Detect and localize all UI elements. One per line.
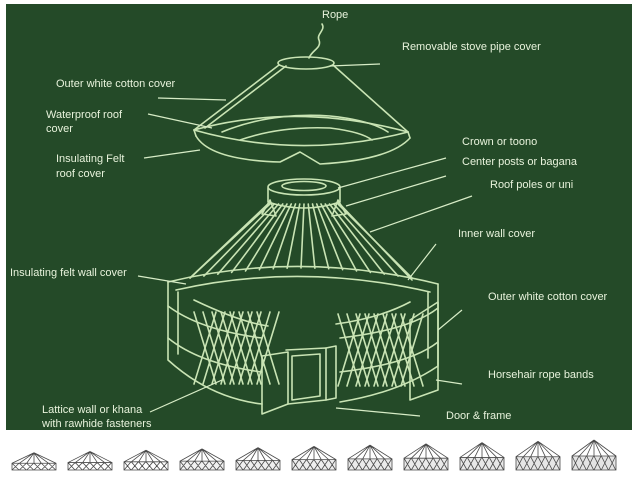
yurt-frame-stage-11-icon (571, 439, 617, 471)
label-waterproof-roof-cover-line-2: cover (46, 123, 73, 135)
yurt-frame-stage-2-icon (67, 451, 113, 471)
leader-lines (137, 63, 473, 417)
diagram-labels: Rope Removable stove pipe cover Outer wh… (10, 9, 608, 430)
label-crown: Crown or toono (462, 136, 537, 148)
label-stove-pipe-cover: Removable stove pipe cover (402, 41, 541, 53)
stove-pipe-cover-drawing (277, 56, 335, 70)
label-outer-roof-cover: Outer white cotton cover (56, 78, 176, 90)
label-outer-wall-cover: Outer white cotton cover (488, 291, 608, 303)
yurt-frame-stage-10-icon (515, 440, 561, 471)
label-roof-poles: Roof poles or uni (490, 179, 573, 191)
yurt-frame-stage-9-icon (459, 442, 505, 471)
label-horsehair-bands: Horsehair rope bands (488, 369, 594, 381)
yurt-frame-stage-8-icon (403, 443, 449, 471)
roof-cover-drawing (193, 23, 411, 165)
yurt-frame-stage-3-icon (123, 449, 169, 471)
label-door-frame: Door & frame (446, 410, 511, 422)
yurt-frame-stage-1-icon (11, 452, 57, 471)
label-felt-roof-cover-line-2: roof cover (56, 168, 105, 180)
label-lattice-wall-line-1: Lattice wall or khana (42, 404, 143, 416)
construction-stages-strip (11, 439, 617, 471)
label-felt-wall-cover: Insulating felt wall cover (10, 267, 127, 279)
lattice-wall-drawing (193, 311, 424, 387)
yurt-frame-stage-4-icon (179, 448, 225, 471)
yurt-frame-stage-7-icon (347, 444, 393, 471)
diagram-board (6, 4, 632, 430)
wall-drawing (167, 265, 439, 405)
yurt-frame-stage-6-icon (291, 446, 337, 471)
label-center-posts: Center posts or bagana (462, 156, 578, 168)
label-felt-roof-cover-line-1: Insulating Felt (56, 153, 124, 165)
label-waterproof-roof-cover-line-1: Waterproof roof (46, 109, 123, 121)
label-lattice-wall-line-2: with rawhide fasteners (41, 418, 152, 430)
rope-drawing (308, 23, 324, 59)
label-inner-wall-cover: Inner wall cover (458, 228, 535, 240)
door-and-frame-drawing (261, 345, 337, 415)
roof-poles-drawing (189, 203, 413, 279)
yurt-frame-stage-5-icon (235, 447, 281, 471)
label-rope: Rope (322, 9, 348, 21)
